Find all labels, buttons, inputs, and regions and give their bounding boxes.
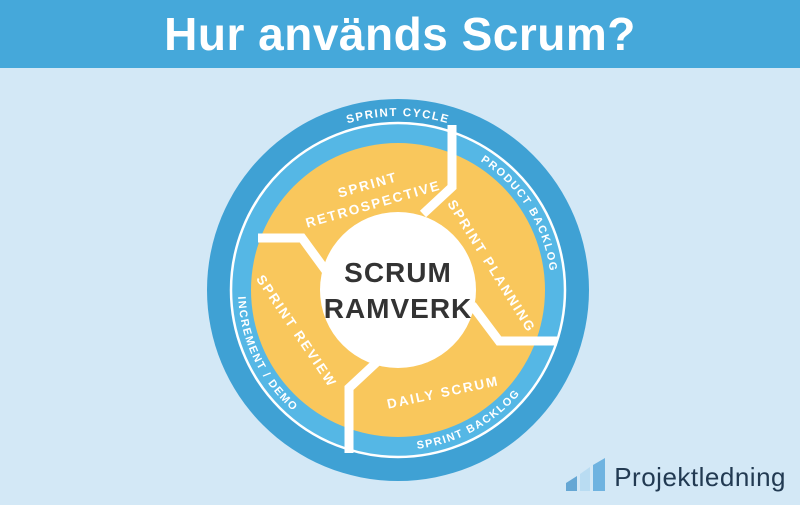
center-title-line1: SCRUM — [344, 257, 452, 288]
brand-chart-icon — [566, 458, 606, 491]
brand-bar-3 — [593, 458, 606, 491]
page-title: Hur används Scrum? — [164, 8, 636, 60]
brand-bar-2 — [580, 467, 591, 491]
divider-left — [258, 233, 333, 278]
brand-bar-1 — [566, 476, 578, 491]
divider-right — [468, 302, 557, 346]
divider-bottom — [344, 356, 383, 453]
divider-top — [419, 125, 457, 218]
center-circle — [320, 212, 476, 368]
scrum-cycle-diagram: SPRINT CYCLE PRODUCT BACKLOG SPRINT BACK… — [0, 68, 800, 500]
header-bar: Hur används Scrum? — [0, 0, 800, 68]
ring-separator-arc — [229, 121, 567, 459]
scrum-cycle-svg: SPRINT CYCLE PRODUCT BACKLOG SPRINT BACK… — [207, 99, 589, 481]
brand-footer: Projektledning — [564, 457, 786, 492]
center-title-line2: RAMVERK — [324, 293, 473, 324]
brand-name: Projektledning — [614, 462, 786, 492]
